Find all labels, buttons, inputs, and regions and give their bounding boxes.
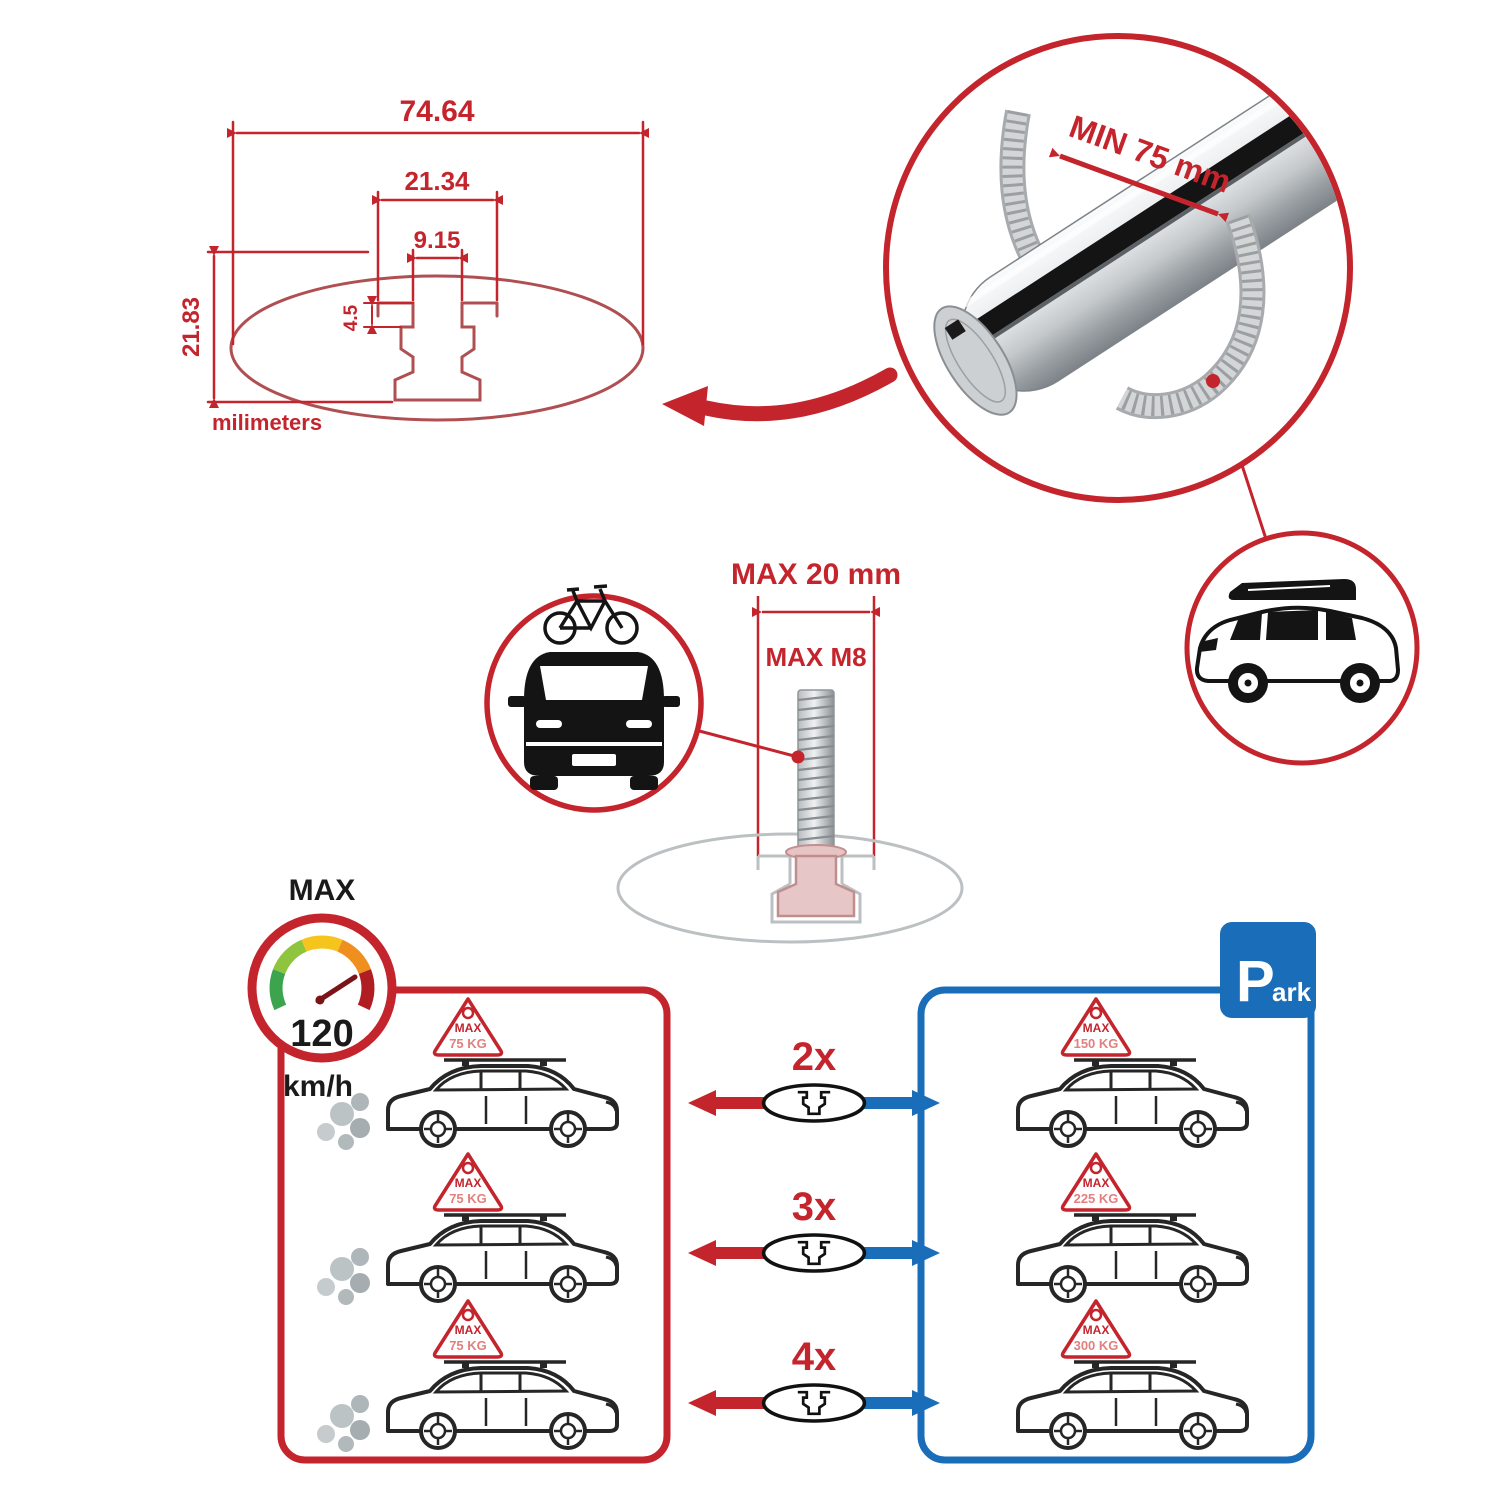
flag-title: MAX [1083,1323,1110,1337]
speed-limit-badge: MAX 120 km/h [247,874,397,1103]
car-front-icon [508,652,680,790]
suv-illustration [1194,579,1401,703]
zoom-arrow [662,367,898,426]
load-flag: MAX 225 KG [1060,1152,1132,1212]
flag-load: 225 KG [1074,1191,1119,1206]
driving-car-3: MAX 75 KG [317,1299,619,1452]
speed-badge-units: km/h [283,1070,353,1103]
flag-title: MAX [455,1021,482,1035]
left-arrow [688,1240,778,1266]
suv-roofbox-circle [1184,530,1420,766]
crossbar-profile-icon [761,1383,867,1423]
gauge-needle [315,974,358,1004]
load-flag: MAX 300 KG [1060,1299,1132,1359]
crossbar-count-row-1: 2x [688,1035,940,1123]
dim-outer-slot-label: 21.34 [404,166,470,196]
flag-title: MAX [1083,1021,1110,1035]
parking-sign: P ark [1220,922,1316,1018]
parking-sign-p: P [1236,949,1275,1014]
parking-sign-ark: ark [1272,977,1312,1007]
left-arrow [688,1390,778,1416]
bolt-drawing: MAX 20 mm MAX M8 [616,558,964,944]
units-note: milimeters [212,410,322,435]
flag-load: 300 KG [1074,1338,1119,1353]
parked-car-2: MAX 225 KG [1016,1152,1249,1303]
count-label: 2x [792,1035,837,1079]
right-arrow [850,1390,940,1416]
dim-inner-slot [407,248,468,302]
parked-car-1: MAX 150 KG [1016,997,1249,1148]
count-label: 3x [792,1185,837,1229]
bar-detail-circle: MIN 75 mm [883,33,1353,503]
cross-section-drawing: 74.64 21.34 9.15 4.5 21.83 milimeters [178,95,649,435]
speed-badge-value: 120 [290,1013,353,1055]
right-arrow [850,1240,940,1266]
bolt-max-thread-label: MAX M8 [765,642,866,672]
driving-car-1: MAX 75 KG [317,997,619,1150]
clamp-back-leg [999,109,1047,269]
clamp-point-dot [1206,374,1220,388]
bolt-max-width-label: MAX 20 mm [731,558,901,591]
load-flag: MAX 150 KG [1060,997,1132,1057]
t-bolt [776,689,856,918]
dim-overall-width [227,120,649,346]
crossbar-count-row-2: 3x [688,1185,940,1273]
roof-box [1228,579,1356,600]
driving-car-2: MAX 75 KG [317,1152,619,1305]
dim-lip-depth [363,296,414,334]
crossbar-ellipse [229,274,645,422]
crossbar-profile-icon [761,1083,867,1123]
flag-title: MAX [455,1176,482,1190]
bolt-dim-lines [752,596,880,856]
crossbar-count-row-3: 4x [688,1335,940,1423]
parked-car-3: MAX 300 KG [1016,1299,1249,1450]
load-flag: MAX 75 KG [432,1152,504,1212]
right-arrow [850,1090,940,1116]
dim-overall-width-label: 74.64 [399,95,474,128]
flag-title: MAX [1083,1176,1110,1190]
ghost-cross-section [616,832,964,944]
dim-inner-slot-label: 9.15 [414,227,461,254]
flag-load: 75 KG [449,1036,487,1051]
dim-height-label: 21.83 [178,297,205,357]
dim-outer-slot [372,190,503,302]
flag-load: 75 KG [449,1191,487,1206]
dim-lip-depth-label: 4.5 [341,304,362,331]
load-flag: MAX 75 KG [432,997,504,1057]
left-arrow [688,1090,778,1116]
speed-gauge [269,935,375,1011]
bicycle-icon [543,584,639,645]
flag-load: 75 KG [449,1338,487,1353]
dim-height [206,246,394,408]
load-flag: MAX 75 KG [432,1299,504,1359]
speed-badge-title: MAX [289,874,356,907]
car-bike-circle [484,584,704,813]
bolt-point-dot [791,750,805,764]
flag-load: 150 KG [1074,1036,1119,1051]
flag-title: MAX [455,1323,482,1337]
bolt-t-head [776,854,856,918]
count-label: 4x [792,1335,837,1379]
crossbar-profile-icon [761,1233,867,1273]
t-slot-profile [376,301,499,402]
min-span-arrow [1048,147,1230,223]
